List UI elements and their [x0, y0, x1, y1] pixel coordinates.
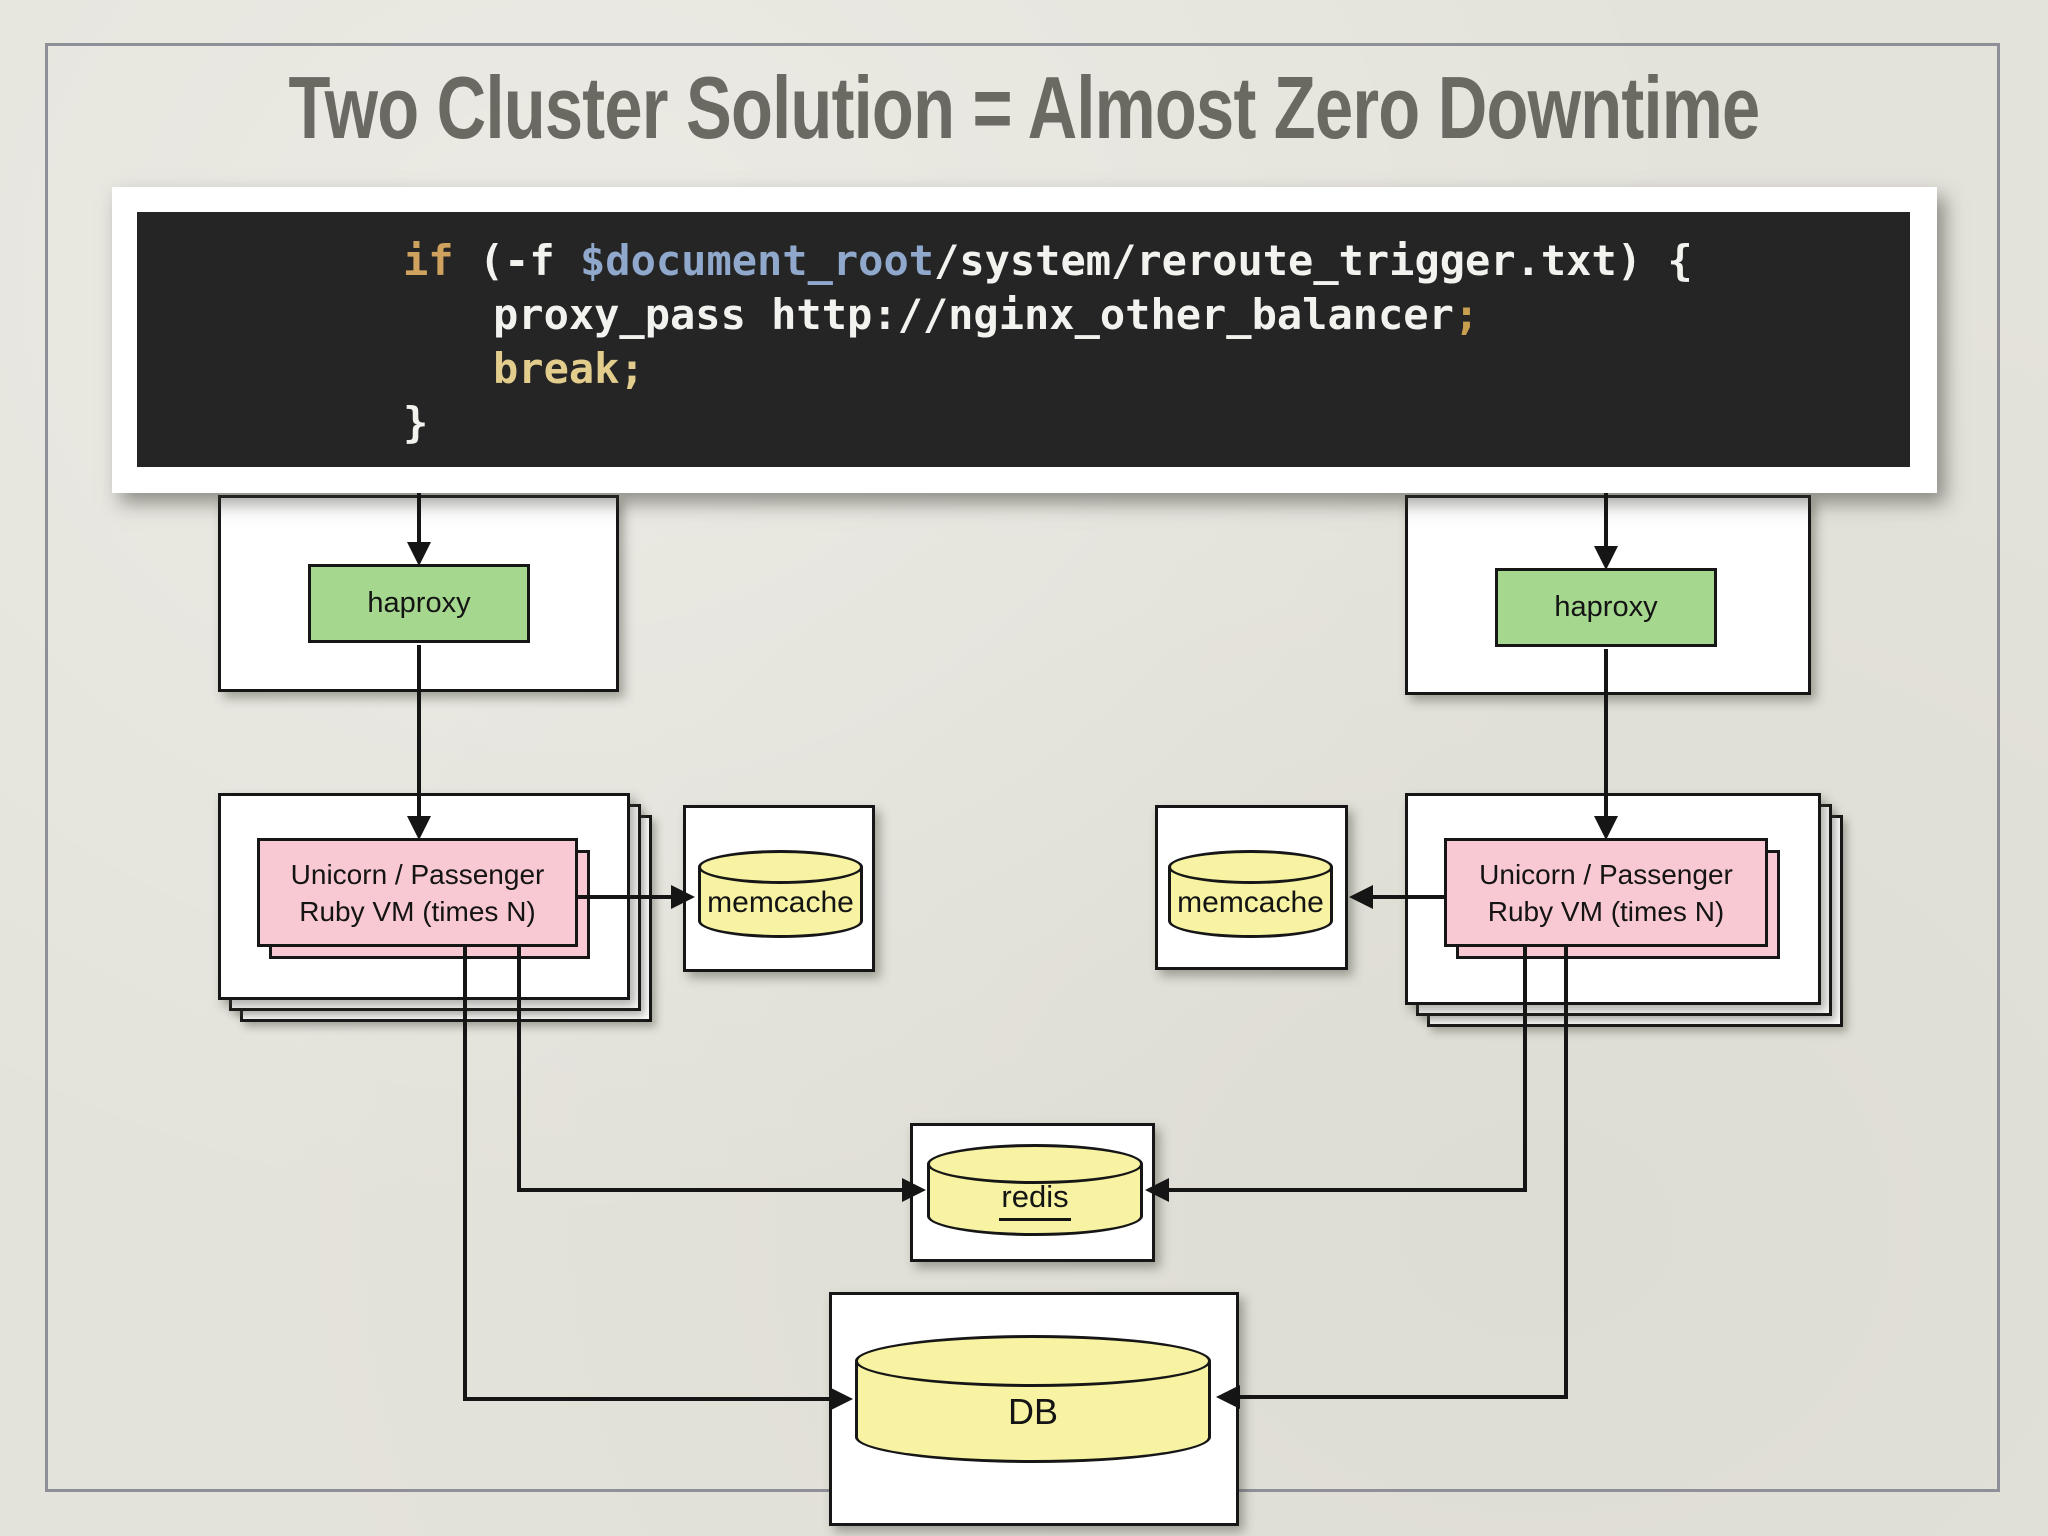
right-app-server-box: Unicorn / Passenger Ruby VM (times N) — [1444, 838, 1768, 947]
right-app-server-label: Unicorn / Passenger Ruby VM (times N) — [1479, 858, 1733, 927]
code-token: ; — [1453, 290, 1480, 339]
left-memcache-cylinder: memcache — [698, 850, 863, 938]
left-app-server-box: Unicorn / Passenger Ruby VM (times N) — [257, 838, 578, 947]
code-line: } — [403, 396, 1693, 450]
code-panel: if (-f $document_root/system/reroute_tri… — [112, 187, 1937, 493]
nginx-config-code: if (-f $document_root/system/reroute_tri… — [403, 234, 1693, 450]
left-haproxy-label: haproxy — [367, 587, 471, 619]
right-haproxy-label: haproxy — [1554, 591, 1658, 623]
code-token: } — [403, 398, 429, 447]
cylinder-top-ellipse — [855, 1335, 1211, 1387]
left-memcache-label: memcache — [707, 885, 854, 919]
cylinder-top-ellipse — [698, 850, 863, 884]
code-token: proxy_pass http://nginx_other_balancer — [493, 290, 1454, 339]
code-line: proxy_pass http://nginx_other_balancer; — [403, 288, 1693, 342]
code-token: if — [403, 236, 454, 285]
redis-label: redis — [927, 1164, 1143, 1236]
db-label: DB — [1007, 1391, 1058, 1432]
left-app-server-label: Unicorn / Passenger Ruby VM (times N) — [290, 858, 545, 927]
redis-cylinder: redis — [927, 1144, 1143, 1236]
code-line: break; — [403, 342, 1693, 396]
cylinder-top-ellipse — [1168, 850, 1333, 884]
slide-title: Two Cluster Solution = Almost Zero Downt… — [288, 58, 1761, 157]
right-memcache-cylinder: memcache — [1168, 850, 1333, 938]
right-memcache-label: memcache — [1177, 885, 1324, 919]
left-haproxy-box: haproxy — [308, 564, 530, 643]
cylinder-top-ellipse — [927, 1144, 1143, 1184]
right-haproxy-box: haproxy — [1495, 568, 1717, 647]
code-token: (-f — [453, 236, 581, 285]
code-token: $document_root — [580, 236, 935, 285]
db-cylinder: DB — [855, 1335, 1211, 1463]
code-line: if (-f $document_root/system/reroute_tri… — [403, 234, 1693, 288]
code-editor-screen: if (-f $document_root/system/reroute_tri… — [137, 212, 1910, 467]
code-token: break; — [493, 344, 645, 393]
code-token: /system/reroute_trigger.txt) { — [934, 236, 1693, 285]
